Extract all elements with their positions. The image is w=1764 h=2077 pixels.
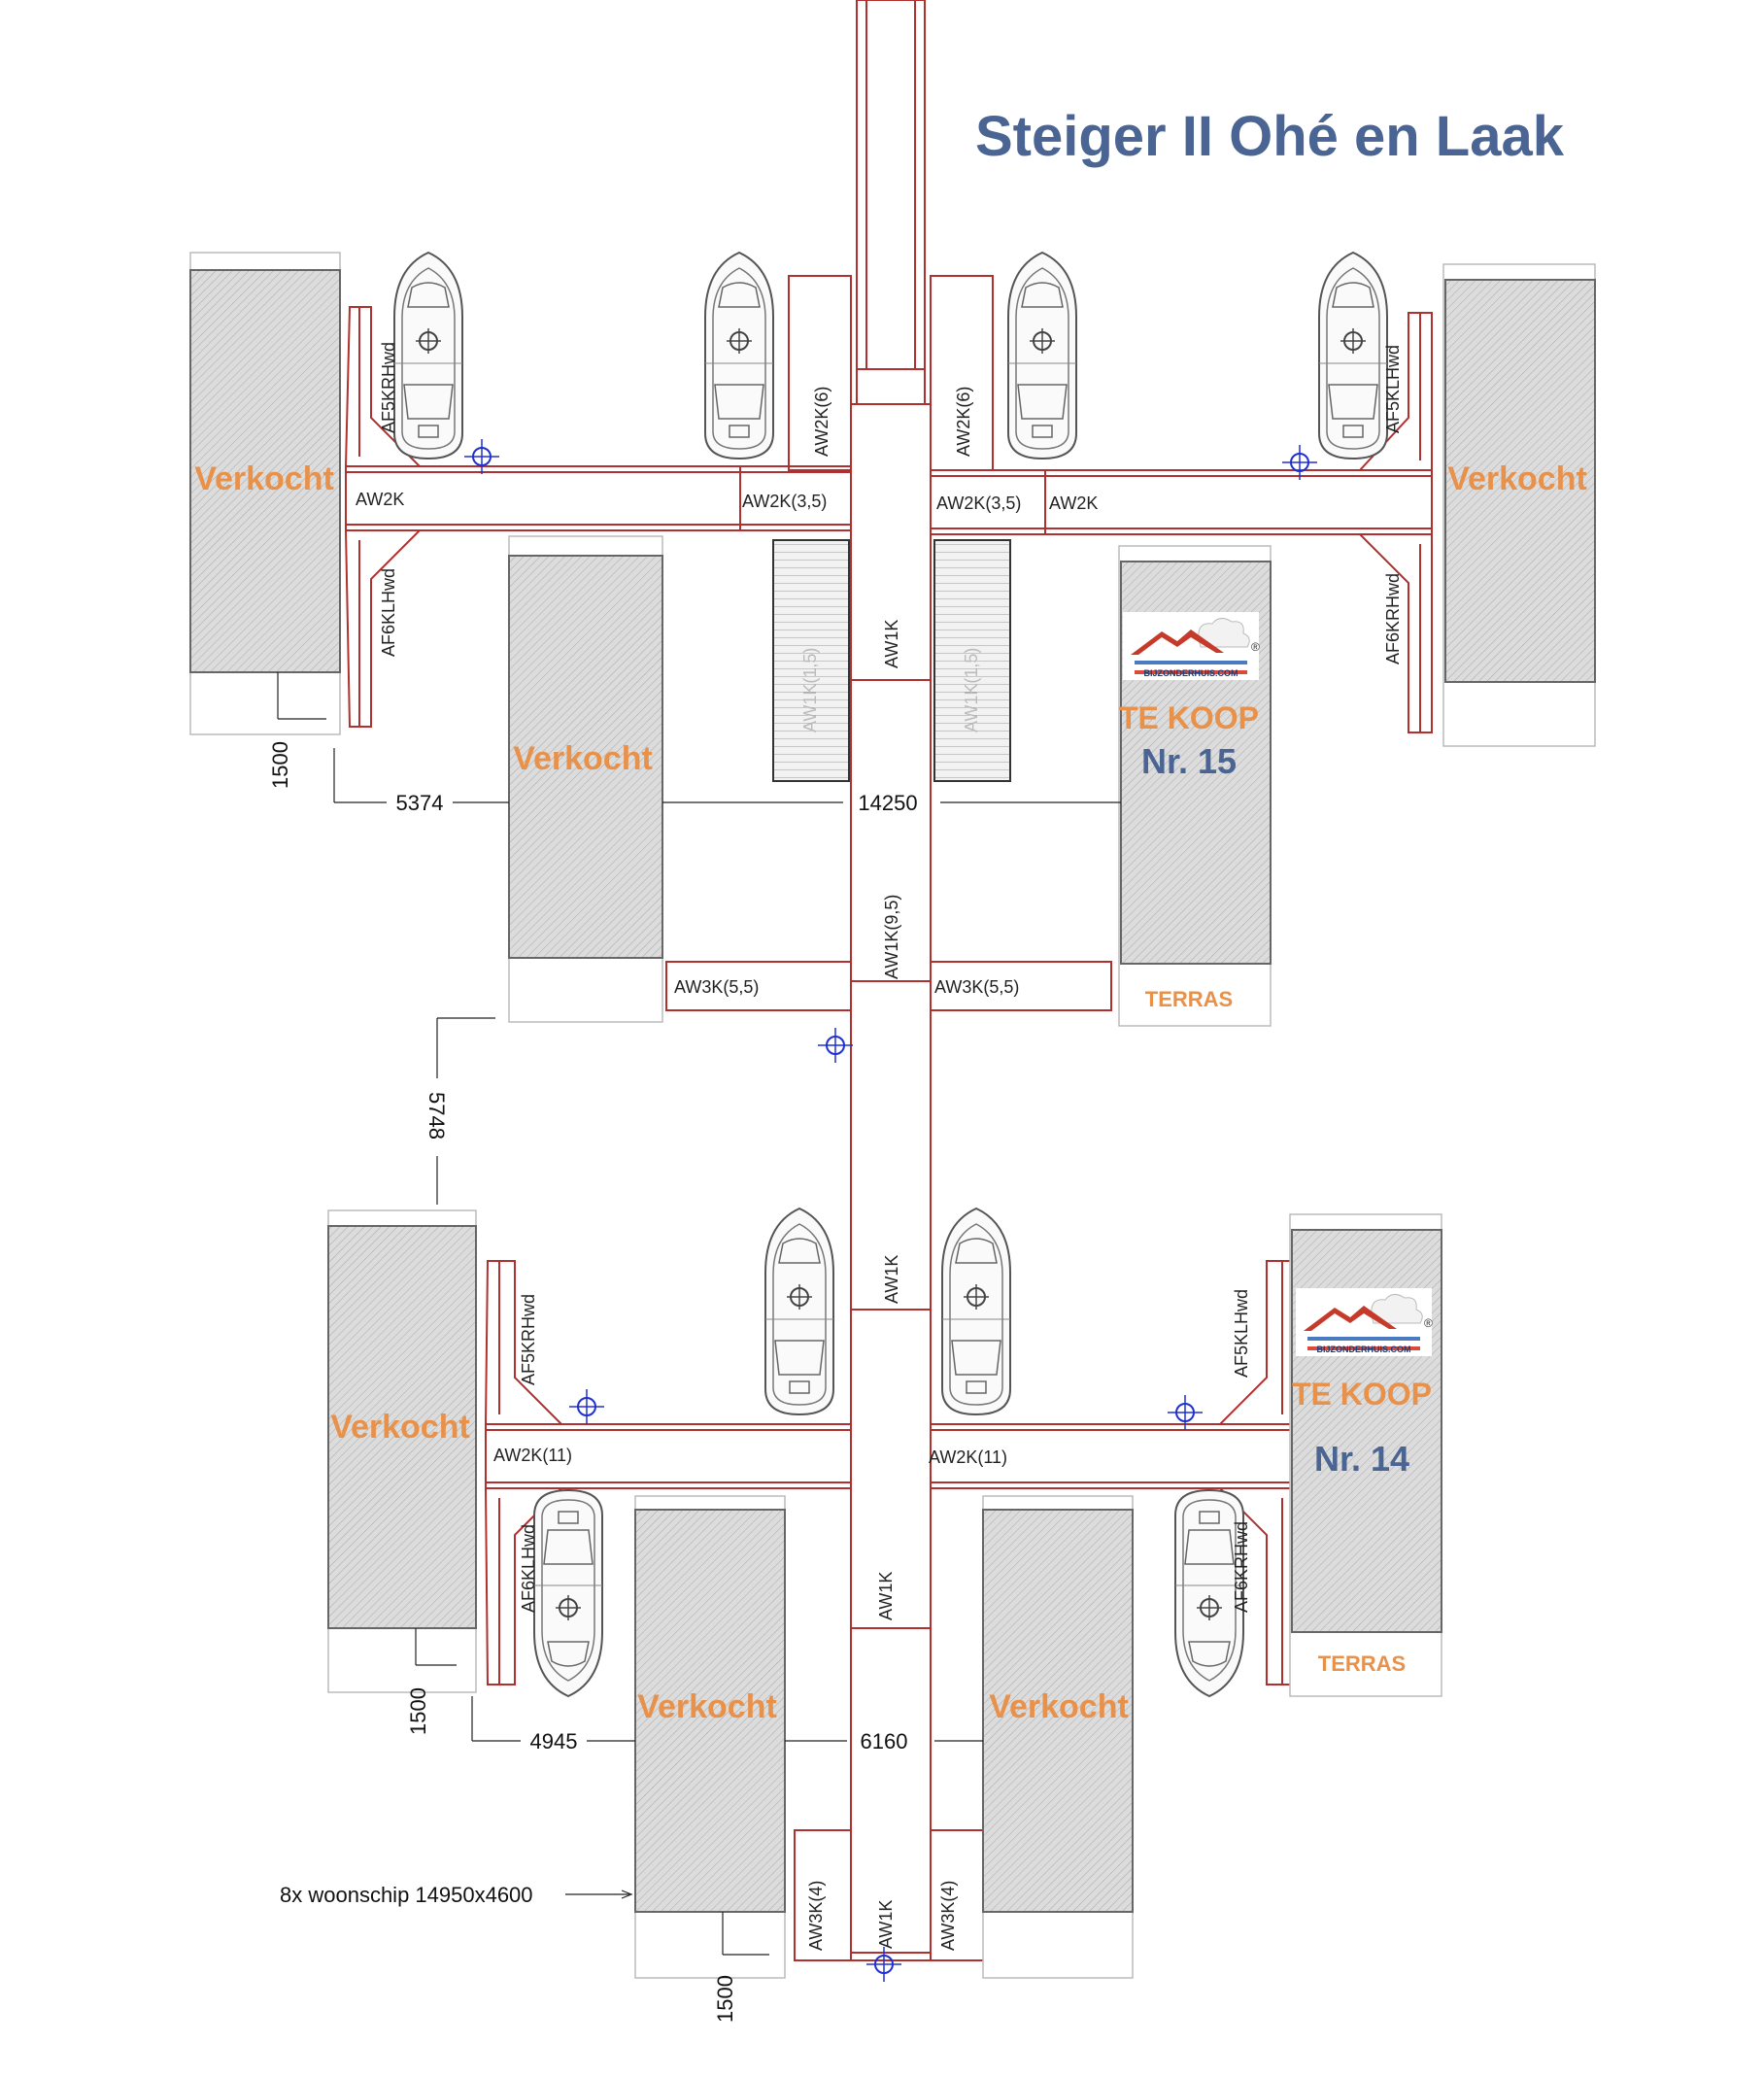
code-label: AW3K(4) [938, 1881, 958, 1951]
dimension-value: 5374 [396, 791, 444, 815]
sold-label: Verkocht [194, 460, 334, 497]
sold-label: Verkocht [637, 1688, 777, 1725]
code-label-faded: AW1K(1,5) [962, 648, 981, 732]
dimension-value: 6160 [861, 1729, 908, 1754]
dimension-value: 5748 [424, 1092, 449, 1140]
cross-walkway-upper-left [345, 465, 852, 531]
walkway-aw3k55-right [930, 961, 1112, 1011]
cross-walkway-upper-right [930, 469, 1433, 535]
boat-3 [1007, 252, 1077, 460]
house-number-label: Nr. 15 [1141, 741, 1237, 781]
code-label: AF5KRHwd [379, 342, 398, 433]
walkway-aw3k55-left [665, 961, 852, 1011]
boat-6 [941, 1208, 1011, 1415]
houseboat-upper-right [1444, 279, 1596, 683]
code-label: AF5KLHwd [1383, 345, 1403, 433]
marker-icon [463, 438, 500, 475]
houseboat-upper-left [189, 269, 341, 673]
houseboat-lower-left [327, 1225, 477, 1629]
code-label: AW2K(11) [929, 1447, 1007, 1467]
code-label: AW2K [1049, 494, 1098, 513]
code-label: AW3K(4) [806, 1881, 826, 1951]
logo-text: BIJZONDERHUIS.COM [1143, 668, 1238, 678]
registered-mark: ® [1251, 640, 1260, 654]
logo-text: BIJZONDERHUIS.COM [1316, 1345, 1410, 1354]
code-label: AF6KRHwd [1232, 1521, 1251, 1613]
terrace-label: TERRAS [1318, 1651, 1406, 1676]
boat-1 [393, 252, 463, 460]
pier-structure [344, 0, 1433, 1961]
code-label: AF6KLHwd [519, 1524, 538, 1613]
code-label: AW2K(3,5) [742, 492, 827, 511]
houseboat-lower-mid-left [634, 1509, 786, 1913]
houseboat-count-note: 8x woonschip 14950x4600 [280, 1883, 533, 1907]
walkway-aw2k6-left [788, 275, 852, 471]
marker-icon [1281, 444, 1318, 481]
code-label: AW1K [882, 620, 901, 668]
deck-aw1k-left [772, 539, 850, 782]
dimension-value: 14250 [858, 791, 917, 815]
houseboat-lower-mid-right [982, 1509, 1134, 1913]
sold-label: Verkocht [330, 1409, 470, 1446]
marker-icon [817, 1027, 854, 1064]
terrace-label: TERRAS [1145, 987, 1233, 1011]
boat-5 [764, 1208, 834, 1415]
code-label: AW2K(11) [493, 1446, 572, 1465]
sold-labels: Verkocht Verkocht Verkocht Verkocht Verk… [194, 460, 1587, 1725]
page-title: Steiger II Ohé en Laak [975, 105, 1565, 168]
for-sale-label: TE KOOP [1292, 1377, 1432, 1412]
code-label: AW1K(9,5) [882, 895, 901, 979]
boat-2 [704, 252, 774, 460]
code-label: AW2K [356, 490, 404, 509]
dimension-value: 4945 [530, 1729, 578, 1754]
sold-label: Verkocht [1447, 460, 1587, 497]
boat-4 [1318, 252, 1388, 460]
walkway-connector [856, 368, 926, 405]
code-label: AW3K(5,5) [674, 977, 759, 997]
registered-mark: ® [1424, 1316, 1433, 1330]
code-label: AW1K [876, 1900, 896, 1949]
dimension-value: 1500 [268, 741, 292, 789]
marker-icon [568, 1388, 605, 1425]
for-sale-label: TE KOOP [1119, 700, 1259, 735]
sold-label: Verkocht [513, 740, 653, 777]
boat-7 [533, 1489, 603, 1697]
house-number-label: Nr. 14 [1314, 1439, 1409, 1479]
sold-label: Verkocht [989, 1688, 1129, 1725]
deck-sections [772, 539, 1011, 782]
dimension-value: 1500 [713, 1975, 737, 2023]
houseboat-upper-mid-left [508, 555, 663, 959]
for-sale-labels: TE KOOP Nr. 15 TERRAS TE KOOP Nr. 14 TER… [1119, 700, 1432, 1676]
walkway-codes: AW2K AW2K(3,5) AW2K(3,5) AW2K AW2K(6) AW… [356, 342, 1403, 1951]
cross-walkway-lower-left [485, 1423, 852, 1489]
dimension-value: 1500 [406, 1687, 430, 1735]
code-label: AF5KLHwd [1232, 1289, 1251, 1378]
code-label: AW1K [876, 1572, 896, 1620]
code-label: AW1K [882, 1255, 901, 1304]
code-label: AW2K(6) [812, 387, 831, 457]
deck-aw1k-right [933, 539, 1011, 782]
code-label: AW2K(6) [954, 387, 973, 457]
dimension-values: 1500 5374 14250 5748 1500 4945 6160 1500… [268, 741, 918, 2023]
houseboats [189, 252, 1596, 1979]
dimension-lines [277, 672, 1121, 1956]
code-label: AW3K(5,5) [934, 977, 1019, 997]
code-label: AW2K(3,5) [936, 494, 1021, 513]
code-label: AF6KRHwd [1383, 573, 1403, 664]
code-label: AF6KLHwd [379, 568, 398, 657]
code-label: AF5KRHwd [519, 1294, 538, 1385]
walkway-aw3k4-left [794, 1829, 852, 1961]
code-label-faded: AW1K(1,5) [800, 648, 820, 732]
